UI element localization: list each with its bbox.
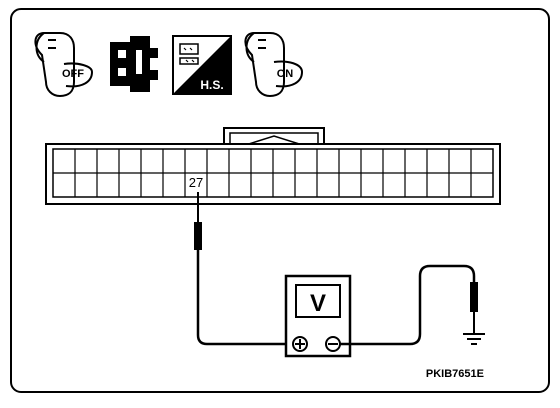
connector-cavities <box>53 149 493 197</box>
voltmeter: V <box>284 274 352 358</box>
negative-terminal <box>325 336 341 352</box>
meter-symbol: V <box>310 290 326 317</box>
ignition-key-on-icon: ON <box>244 32 304 98</box>
negative-lead <box>340 264 476 346</box>
ground-icon <box>463 333 485 345</box>
probe-negative <box>340 264 485 346</box>
positive-terminal <box>292 336 308 352</box>
probe-positive <box>194 192 288 346</box>
connector <box>45 127 501 205</box>
ignition-key-off-icon: OFF <box>34 32 94 98</box>
disconnect-connector-icon <box>110 36 158 92</box>
key-on-label: ON <box>277 68 294 80</box>
harness-side-icon: H.S. <box>172 35 232 95</box>
key-off-label: OFF <box>62 68 84 80</box>
pin-label: 27 <box>189 175 203 190</box>
positive-lead <box>196 250 288 346</box>
figure-code: PKIB7651E <box>426 368 484 380</box>
harness-side-label: H.S. <box>200 78 223 92</box>
